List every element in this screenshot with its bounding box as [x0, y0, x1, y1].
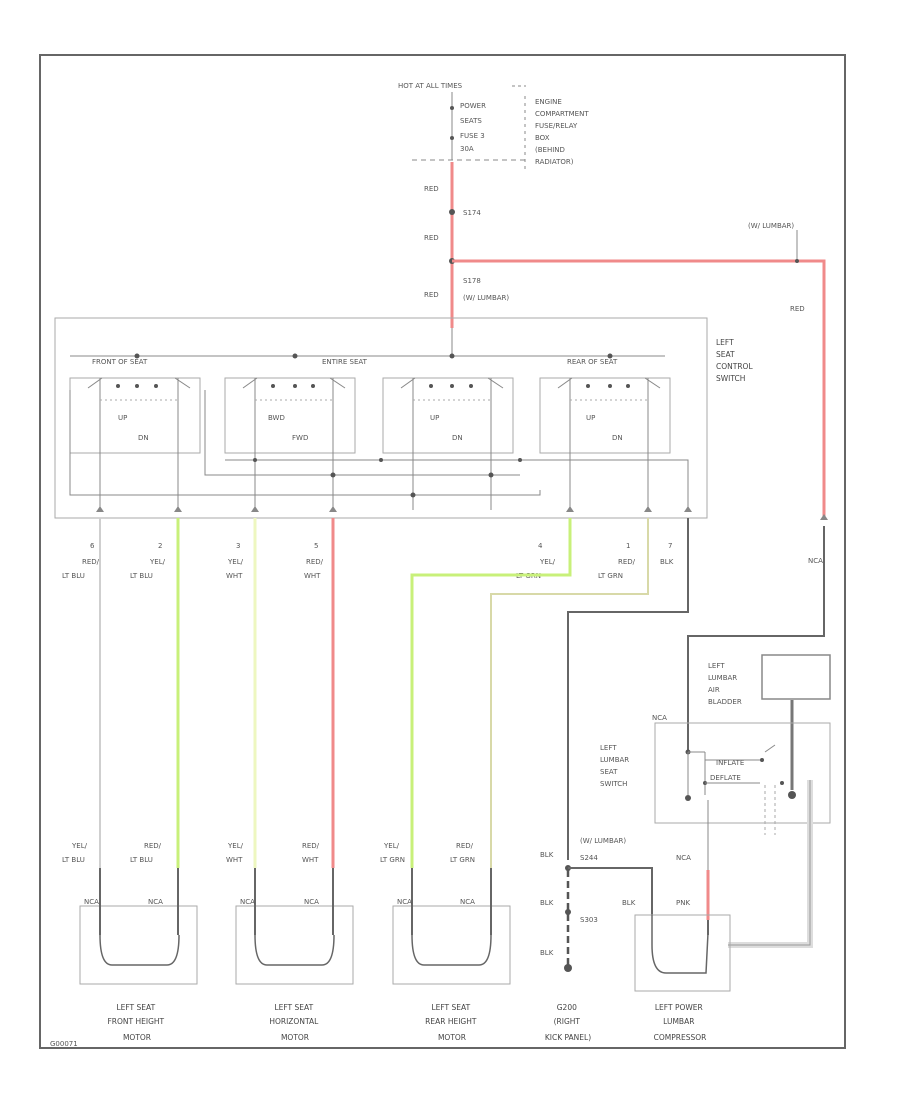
motor-rear-height: NCA NCA LEFT SEAT REAR HEIGHT MOTOR — [392, 868, 511, 1042]
fuse-label: POWER SEATS FUSE 3 30A — [460, 102, 488, 153]
motor-wires: YEL/LT BLU RED/LT BLU YEL/WHT RED/WHT YE… — [62, 518, 825, 868]
svg-text:UP: UP — [430, 414, 439, 422]
ground-w-lumbar: (W/ LUMBAR) — [580, 837, 626, 845]
lumbar-compressor-label: LEFT POWER LUMBAR COMPRESSOR — [654, 1003, 707, 1042]
red-label-3: RED — [424, 291, 439, 299]
wire-label-pin1: RED/LT GRN — [598, 558, 636, 580]
front-of-seat-label: FRONT OF SEAT — [92, 358, 148, 366]
diagram-frame — [39, 54, 846, 1049]
connector-pins: 6 2 3 5 4 1 7 RED/LT BLU YEL/LT BLU YEL/… — [62, 506, 828, 580]
ground-blk-3: BLK — [540, 949, 554, 957]
svg-text:NCA: NCA — [148, 898, 163, 906]
switch-name-label: LEFT SEAT CONTROL SWITCH — [716, 338, 755, 383]
wire-yel-lt-grn — [410, 518, 572, 868]
splice-s174-node — [449, 209, 455, 215]
nca-right-label: NCA — [808, 557, 823, 565]
svg-text:5: 5 — [314, 542, 318, 550]
svg-text:6: 6 — [90, 542, 95, 550]
bottom-label-3: YEL/WHT — [226, 842, 244, 864]
fuse-location-label: ENGINE COMPARTMENT FUSE/RELAY BOX (BEHIN… — [535, 98, 591, 166]
bottom-label-5: YEL/LT GRN — [380, 842, 405, 864]
svg-text:DN: DN — [138, 434, 149, 442]
lumbar-compressor-box — [634, 914, 731, 992]
switch-section-front: UP DN — [69, 377, 201, 510]
svg-text:BWD: BWD — [268, 414, 285, 422]
bottom-label-2: RED/LT BLU — [130, 842, 162, 864]
rear-of-seat-label: REAR OF SEAT — [567, 358, 618, 366]
svg-text:2: 2 — [158, 542, 162, 550]
red-lumbar-branch-wire — [452, 259, 826, 518]
bottom-label-6: RED/LT GRN — [450, 842, 475, 864]
svg-text:NCA: NCA — [84, 898, 99, 906]
power-feed: HOT AT ALL TIMES POWER SEATS FUSE 3 30A … — [398, 82, 826, 565]
switch-section-rear: UP DN — [539, 377, 671, 510]
left-seat-control-switch: LEFT SEAT CONTROL SWITCH FRONT OF SEAT E… — [54, 317, 755, 519]
splice-s174-label: S174 — [463, 209, 481, 217]
ground-g200-symbol — [564, 964, 572, 972]
svg-text:NCA: NCA — [240, 898, 255, 906]
ground-blk-1: BLK — [540, 851, 554, 859]
lumbar-blk-label: BLK — [622, 899, 636, 907]
motor-horizontal: NCA NCA LEFT SEAT HORIZONTAL MOTOR — [235, 868, 354, 1042]
hot-at-all-times-label: HOT AT ALL TIMES — [398, 82, 463, 90]
svg-text:3: 3 — [236, 542, 240, 550]
motor-front-height: NCA NCA LEFT SEAT FRONT HEIGHT MOTOR — [79, 868, 198, 1042]
wire-nca-lumbar — [687, 526, 825, 750]
lumbar-deflate-label: DEFLATE — [710, 774, 741, 782]
svg-text:NCA: NCA — [397, 898, 412, 906]
lumbar-pnk-label: PNK — [676, 899, 690, 907]
motor-front-height-label: LEFT SEAT FRONT HEIGHT MOTOR — [107, 1003, 166, 1042]
svg-text:DN: DN — [612, 434, 623, 442]
svg-text:7: 7 — [668, 542, 672, 550]
wire-label-pin7: BLK — [660, 558, 674, 566]
wire-label-pin2: YEL/LT BLU — [130, 558, 166, 580]
ground-note: S244 — [580, 854, 598, 862]
switch-section-entire-1: BWD FWD — [224, 377, 356, 510]
svg-text:NCA: NCA — [304, 898, 319, 906]
wire-label-pin4: YEL/LT GRN — [516, 558, 556, 580]
motor-horizontal-label: LEFT SEAT HORIZONTAL MOTOR — [269, 1003, 320, 1042]
lumbar-switch-label: LEFT LUMBAR SEAT SWITCH — [600, 744, 631, 788]
wire-label-pin3: YEL/WHT — [226, 558, 244, 580]
svg-text:1: 1 — [626, 542, 630, 550]
svg-text:UP: UP — [586, 414, 595, 422]
w-lumbar-top-label: (W/ LUMBAR) — [748, 222, 794, 230]
lumbar-air-bladder-box — [761, 654, 831, 700]
lumbar-system: LEFT LUMBAR AIR BLADDER LEFT LUMBAR SEAT… — [600, 654, 831, 1042]
diagram-code: G00071 — [50, 1040, 78, 1048]
wire-label-pin5: RED/WHT — [304, 558, 324, 580]
wire-red-lt-grn — [490, 518, 649, 868]
splice-s178-note: (W/ LUMBAR) — [463, 294, 509, 302]
wire-blk-ground — [567, 518, 689, 860]
ground-g200-label: G200 (RIGHT KICK PANEL) — [545, 1003, 591, 1042]
svg-text:FWD: FWD — [292, 434, 308, 442]
red-label-1: RED — [424, 185, 439, 193]
lumbar-air-bladder-label: LEFT LUMBAR AIR BLADDER — [708, 662, 742, 706]
svg-text:DN: DN — [452, 434, 463, 442]
ground-blk-2: BLK — [540, 899, 554, 907]
svg-text:UP: UP — [118, 414, 127, 422]
lumbar-inflate-label: INFLATE — [716, 759, 744, 767]
lumbar-nca-left: NCA — [652, 714, 667, 722]
bottom-label-4: RED/WHT — [302, 842, 320, 864]
motor-rear-height-label: LEFT SEAT REAR HEIGHT MOTOR — [425, 1003, 479, 1042]
ground-circuit: BLK (W/ LUMBAR) S244 BLK S303 BLK G200 (… — [540, 837, 653, 1042]
red-right-label: RED — [790, 305, 805, 313]
svg-text:4: 4 — [538, 542, 543, 550]
entire-seat-label: ENTIRE SEAT — [322, 358, 368, 366]
bottom-label-1: YEL/LT BLU — [62, 842, 88, 864]
splice-s178-label: S178 — [463, 277, 481, 285]
svg-text:NCA: NCA — [460, 898, 475, 906]
switch-section-entire-2: UP DN — [382, 377, 514, 510]
wire-label-pin6: RED/LT BLU — [62, 558, 100, 580]
ground-splice-s303: S303 — [580, 916, 598, 924]
lumbar-nca-mid: NCA — [676, 854, 691, 862]
red-label-2: RED — [424, 234, 439, 242]
